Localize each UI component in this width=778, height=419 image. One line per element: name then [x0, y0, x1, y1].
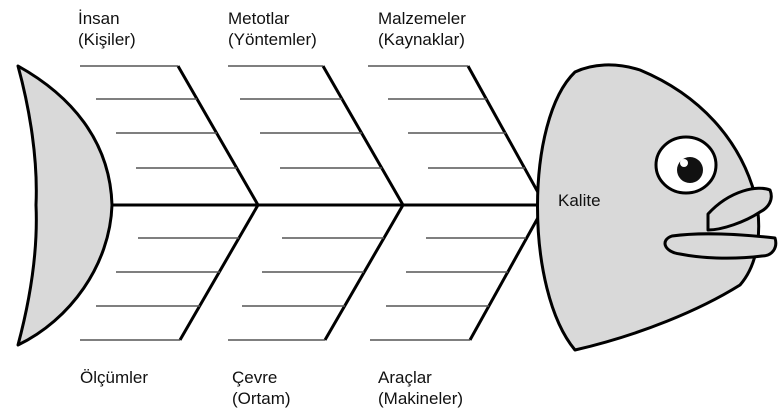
- top-bones: [176, 65, 547, 206]
- label-malzemeler: Malzemeler (Kaynaklar): [378, 8, 466, 50]
- label-olcumler: Ölçümler: [80, 367, 148, 388]
- bone-insan: [176, 65, 260, 206]
- fish-tail: [16, 64, 114, 347]
- label-insan-line2: (Kişiler): [78, 30, 136, 49]
- label-malzemeler-line1: Malzemeler: [378, 9, 466, 28]
- label-araclar: Araçlar (Makineler): [378, 367, 463, 409]
- label-olcumler-line1: Ölçümler: [80, 368, 149, 387]
- label-insan-line1: İnsan: [78, 9, 120, 28]
- head-label: Kalite: [558, 190, 601, 211]
- label-araclar-line1: Araçlar: [378, 368, 432, 387]
- label-araclar-line2: (Makineler): [378, 389, 464, 408]
- label-metotlar-line2: (Yöntemler): [228, 30, 317, 49]
- bone-metotlar: [321, 65, 405, 206]
- fish-eye-icon: [654, 135, 718, 195]
- top-sub-bones: [80, 65, 525, 169]
- bone-malzemeler: [466, 65, 547, 206]
- bottom-sub-bones: [80, 237, 526, 341]
- label-metotlar-line1: Metotlar: [228, 9, 290, 28]
- label-cevre-line1: Çevre: [232, 368, 278, 387]
- label-cevre-line2: (Ortam): [232, 389, 291, 408]
- fish-head: [536, 63, 761, 352]
- fish-mouth-icon: [663, 186, 778, 260]
- label-metotlar: Metotlar (Yöntemler): [228, 8, 317, 50]
- head-label-text: Kalite: [558, 191, 601, 210]
- label-cevre: Çevre (Ortam): [232, 367, 291, 409]
- label-insan: İnsan (Kişiler): [78, 8, 136, 50]
- label-malzemeler-line2: (Kaynaklar): [378, 30, 465, 49]
